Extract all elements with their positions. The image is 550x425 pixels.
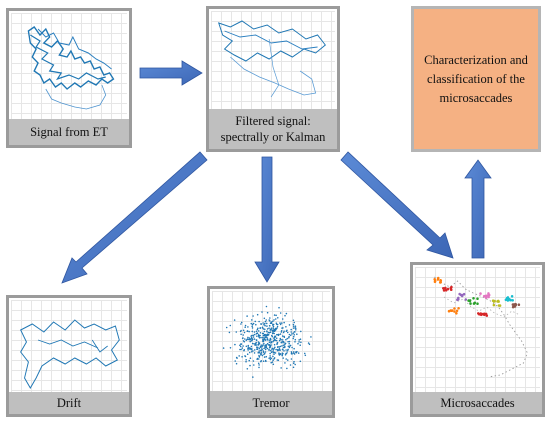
node-caption: Signal from ET bbox=[9, 119, 129, 145]
node-signal-from-et: Signal from ET bbox=[6, 8, 132, 148]
node-filtered-signal: Filtered signal: spectrally or Kalman bbox=[206, 6, 340, 152]
arrow-filtered-to-tremor bbox=[254, 156, 280, 283]
tremor-plot bbox=[212, 291, 330, 395]
node-caption: Drift bbox=[9, 392, 129, 414]
arrow-microsaccades-to-result bbox=[464, 159, 492, 259]
raw-signal-plot bbox=[11, 13, 127, 123]
node-caption: Filtered signal: spectrally or Kalman bbox=[209, 109, 337, 149]
filtered-signal-plot bbox=[211, 11, 335, 111]
node-microsaccades: Microsaccades bbox=[410, 262, 545, 417]
node-tremor: Tremor bbox=[207, 286, 335, 418]
caption-line-2: spectrally or Kalman bbox=[220, 130, 326, 144]
arrow-et-to-filtered bbox=[139, 60, 203, 86]
node-caption: Microsaccades bbox=[413, 392, 542, 414]
node-drift: Drift bbox=[6, 295, 132, 417]
caption-line-1: Filtered signal: bbox=[235, 114, 311, 128]
result-text: Characterization and classification of t… bbox=[424, 52, 528, 105]
node-characterization-classification: Characterization and classification of t… bbox=[411, 6, 541, 152]
arrow-filtered-to-microsaccades bbox=[340, 151, 454, 259]
microsaccades-plot bbox=[415, 267, 540, 393]
arrow-filtered-to-drift bbox=[61, 151, 208, 284]
node-caption: Tremor bbox=[210, 391, 332, 415]
drift-plot bbox=[11, 300, 127, 394]
